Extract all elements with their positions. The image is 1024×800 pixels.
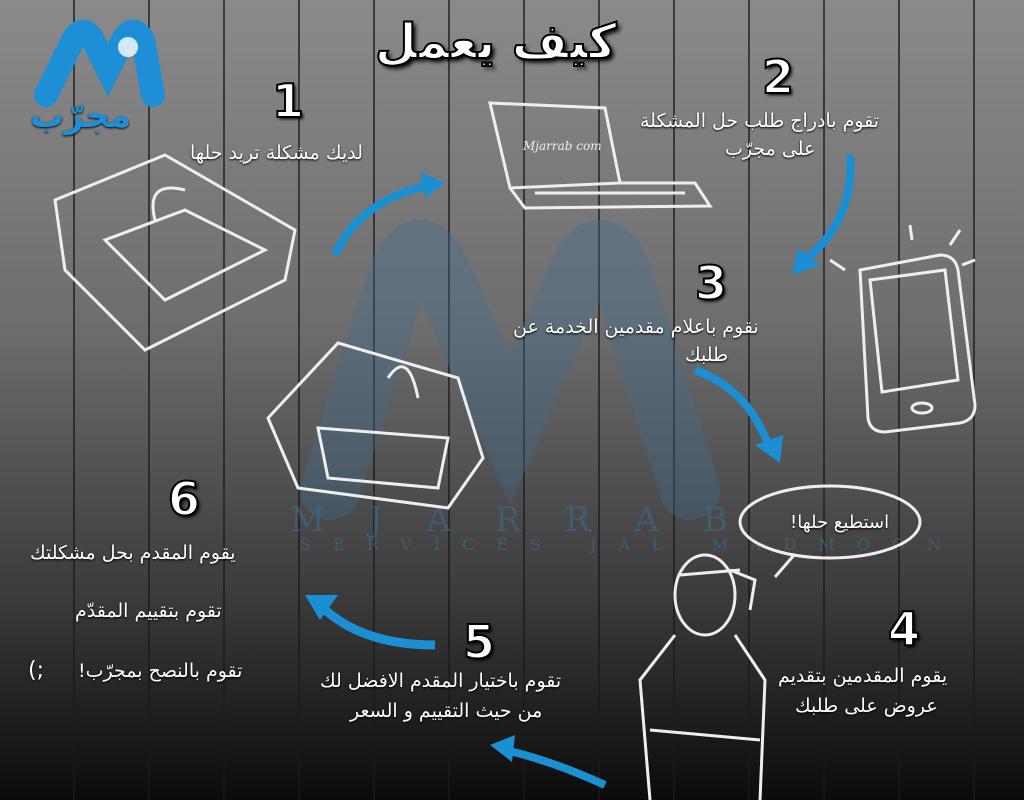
logo-text: مجرّب	[30, 96, 131, 136]
step-5-number: 5	[462, 614, 496, 670]
watermark-line2: SERVICES JAL MADMOON	[300, 535, 964, 554]
step-4-line2: عروض على طلبك	[795, 695, 938, 717]
step-2-number: 2	[761, 49, 795, 105]
step-4-line1: يقوم المقدمين بتقديم	[778, 665, 948, 687]
arrow-3-to-4	[693, 366, 783, 463]
sink-sketch-1	[53, 153, 297, 352]
watermark-logo	[300, 220, 720, 520]
step-1-number: 1	[271, 73, 305, 129]
step-3-line2: طلبك	[685, 344, 729, 366]
sink-sketch-2	[266, 341, 485, 510]
page-title: كيف يعمل	[374, 13, 618, 71]
step-2-line1: تقوم بادراج طلب حل المشكلة	[640, 110, 880, 132]
speech-bubble-text: استطيع حلها!	[790, 512, 890, 533]
step-6-number: 6	[167, 471, 201, 527]
step-6-line1: يقوم المقدم بحل مشكلتك	[30, 542, 236, 564]
step-3-line1: نقوم باعلام مقدمين الخدمة عن	[513, 316, 759, 338]
arrow-1-to-2	[331, 172, 445, 257]
phone-sketch	[829, 224, 977, 434]
step-6-line2: تقوم بتقييم المقدّم	[75, 600, 222, 622]
arrow-2-to-3	[792, 154, 855, 275]
laptop-screen-text: Mjarrab com	[522, 139, 602, 153]
step-2-line2: على مجرّب	[725, 138, 816, 160]
laptop-sketch: Mjarrab com	[488, 101, 713, 210]
speech-bubble	[738, 484, 922, 578]
arrow-4-to-5	[490, 735, 607, 789]
step-5-line1: تقوم باختيار المقدم الافضل لك	[320, 670, 562, 692]
worker-sketch	[638, 553, 767, 800]
step-6-line3: تقوم بالنصح بمجرّب!	[78, 660, 243, 682]
smiley: ;)	[28, 658, 44, 683]
step-4-number: 4	[887, 601, 921, 657]
watermark-line1: MJARRAB	[290, 500, 772, 540]
arrow-5-to-6	[305, 595, 436, 650]
logo-icon	[34, 19, 165, 107]
step-3-number: 3	[694, 255, 728, 311]
step-1-text: لديك مشكلة تريد حلها	[190, 142, 363, 164]
step-5-line2: من حيث التقييم و السعر	[350, 700, 543, 722]
